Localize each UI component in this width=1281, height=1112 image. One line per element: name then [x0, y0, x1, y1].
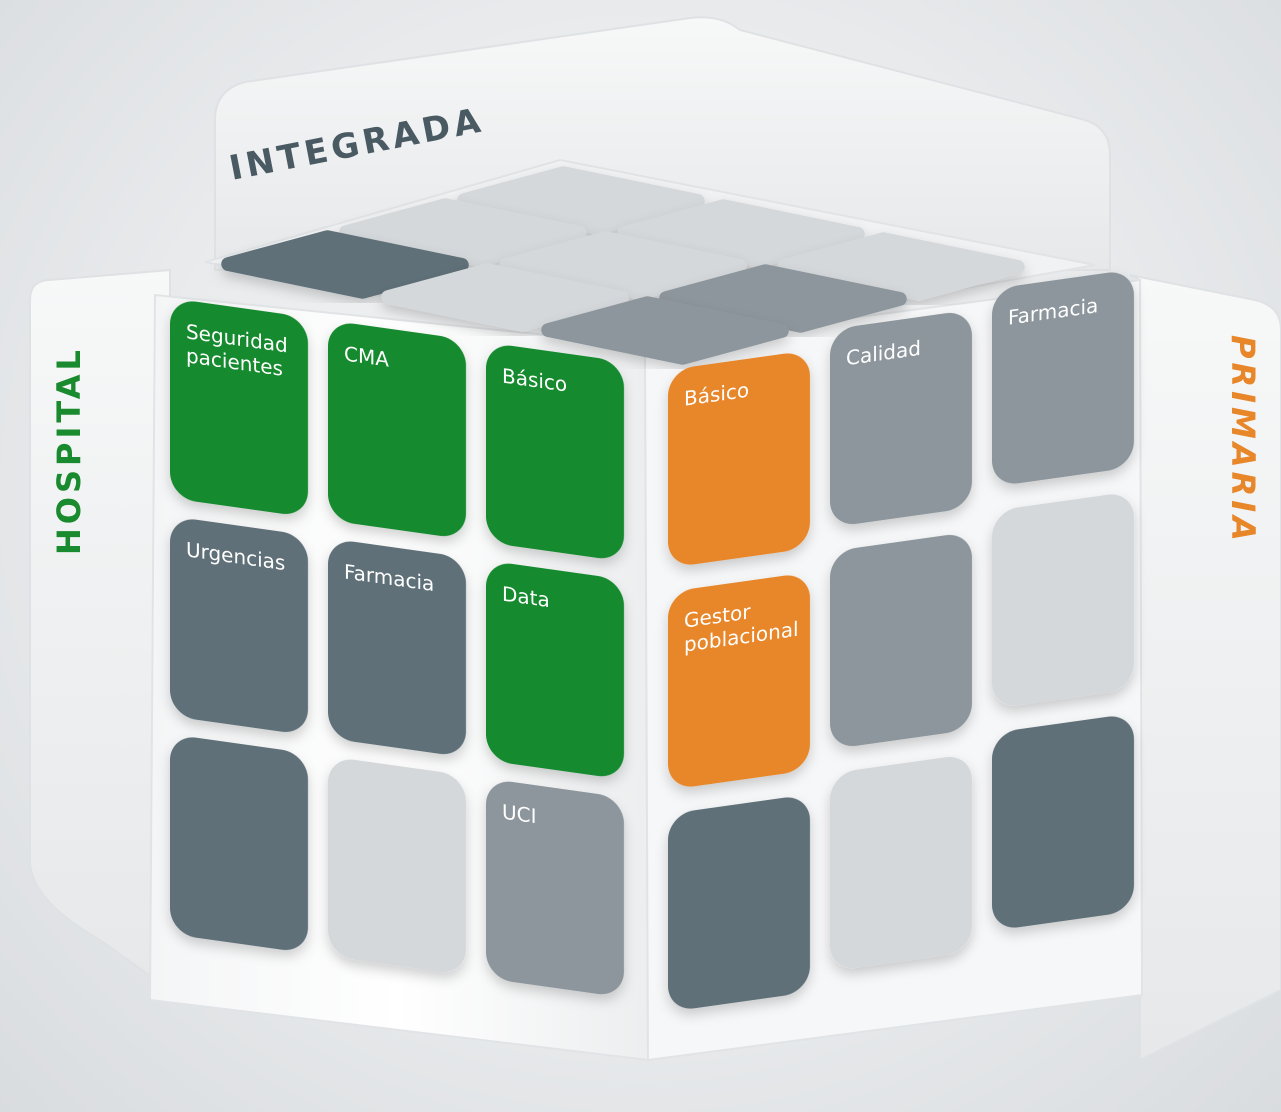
panel-primaria — [1129, 274, 1281, 1062]
tile-shape — [328, 759, 466, 973]
top-tile-r0c2 — [777, 232, 1025, 301]
right-tile-r0c2: Farmacia — [992, 272, 1134, 484]
left-tile-r0c1: CMA — [328, 323, 466, 537]
top-tile-r0c0 — [457, 166, 705, 235]
right-tile-r2c1 — [830, 756, 972, 969]
right-tile-r2c2 — [992, 716, 1134, 928]
top-tile-r1c2 — [659, 264, 907, 333]
top-face-tiles — [221, 166, 1025, 365]
left-tile-r1c0: Urgencias — [170, 519, 308, 732]
top-tile-r0c1 — [617, 199, 865, 268]
tile-shape — [992, 272, 1134, 484]
tile-shape — [992, 716, 1134, 928]
tile-shape — [170, 301, 308, 514]
right-tile-r0c0: Básico — [668, 353, 810, 565]
tile-shape — [992, 494, 1134, 706]
left-tile-r1c1: Farmacia — [328, 541, 466, 755]
tile-shape — [328, 323, 466, 537]
tile-shape — [486, 563, 624, 777]
tile-shape — [170, 737, 308, 950]
tile-shape — [170, 519, 308, 732]
left-tile-r0c2: Básico — [486, 345, 624, 559]
top-tile-r2c1 — [381, 263, 629, 332]
tile-shape — [328, 541, 466, 755]
tile-shape — [668, 353, 810, 565]
tile-shape — [830, 756, 972, 969]
panel-label-hospital: HOSPITAL — [50, 346, 88, 555]
left-tile-r2c1 — [328, 759, 466, 973]
tile-shape — [486, 345, 624, 559]
left-tile-r1c2: Data — [486, 563, 624, 777]
tile-shape — [486, 781, 624, 995]
top-tile-r2c2 — [541, 296, 789, 365]
tile-shape — [668, 575, 810, 787]
top-tile-r1c1 — [499, 231, 747, 300]
right-tile-r1c1 — [830, 534, 972, 747]
tile-shape — [830, 312, 972, 525]
panel-label-primaria: PRIMARIA — [1224, 335, 1262, 545]
tile-shape — [830, 534, 972, 747]
left-tile-r2c0 — [170, 737, 308, 950]
tile-shape — [668, 797, 810, 1009]
top-tile-r1c0 — [339, 198, 587, 267]
right-tile-r1c2 — [992, 494, 1134, 706]
panel-hospital — [29, 268, 171, 992]
top-tile-r2c0 — [221, 230, 469, 299]
right-tile-r0c1: Calidad — [830, 312, 972, 525]
right-tile-r2c0 — [668, 797, 810, 1009]
left-tile-r2c2: UCI — [486, 781, 624, 995]
tile-label: UCI — [502, 800, 536, 829]
